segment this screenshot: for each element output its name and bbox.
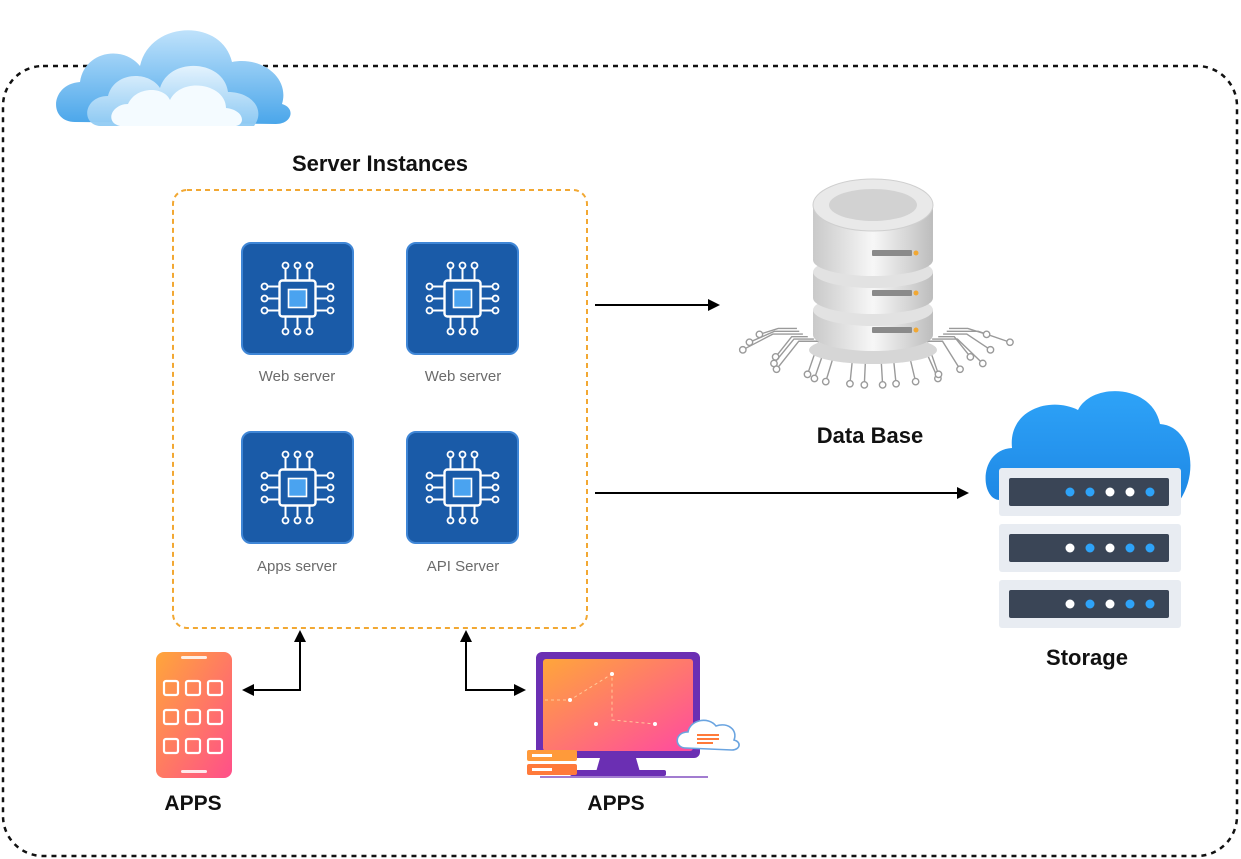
- desktop-monitor-icon: [527, 652, 740, 778]
- server-label-api: API Server: [426, 558, 500, 575]
- storage-label: Storage: [1046, 645, 1128, 670]
- apps-desktop-label: APPS: [587, 792, 645, 815]
- chip-icon-api: [406, 431, 519, 544]
- mobile-apps-icon: [156, 652, 232, 778]
- chip-icon-web-2: [406, 242, 519, 355]
- server-label-web-2: Web server: [424, 368, 502, 385]
- apps-mobile-label: APPS: [164, 792, 222, 815]
- server-instances-title: Server Instances: [291, 151, 469, 176]
- server-label-web-1: Web server: [258, 368, 336, 385]
- chip-icon-apps: [241, 431, 354, 544]
- server-label-apps: Apps server: [256, 558, 338, 575]
- database-label: Data Base: [816, 423, 924, 448]
- storage-server-icon: [985, 391, 1191, 628]
- server-instances-group: [172, 189, 588, 629]
- cloud-icon: [56, 30, 291, 126]
- arrow-mobile-to-instances: [242, 630, 306, 696]
- outer-cloud-boundary: [1, 64, 1239, 858]
- database-icon: [738, 178, 1014, 389]
- arrow-desktop-to-instances: [460, 630, 526, 696]
- chip-icon-web-1: [241, 242, 354, 355]
